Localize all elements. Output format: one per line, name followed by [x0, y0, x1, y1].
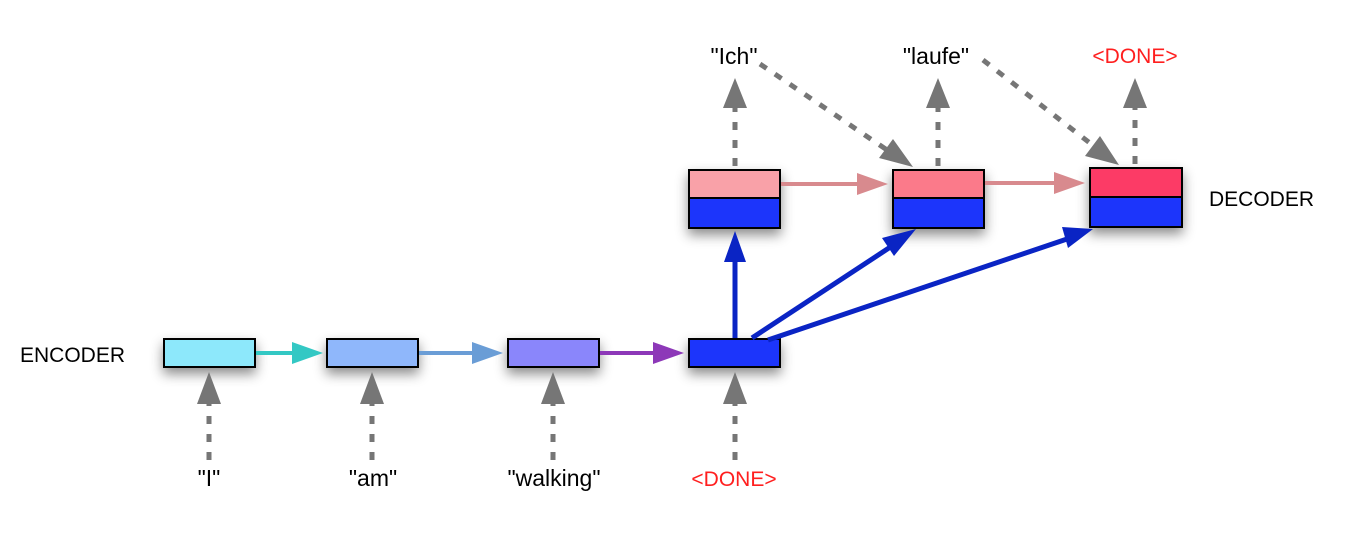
decoder-cell-2-top	[892, 169, 985, 199]
encoder-arrow-1	[256, 342, 323, 364]
decoder-cell-1-bottom	[688, 197, 781, 229]
encoder-cell-4	[688, 338, 781, 368]
decoder-arrow-1	[781, 173, 888, 195]
decoder-cell-2	[892, 169, 985, 229]
context-arrow-1	[724, 231, 746, 338]
output-arrow-3	[1123, 78, 1147, 164]
decoder-cell-3-top	[1089, 167, 1183, 198]
decoder-label: DECODER	[1209, 188, 1314, 211]
input-word-4: <DONE>	[691, 468, 776, 491]
output-word-2: "laufe"	[903, 43, 969, 69]
decoder-cell-3-bottom	[1089, 196, 1183, 228]
encoder-label: ENCODER	[20, 344, 125, 367]
feedback-arrow-2	[981, 58, 1119, 165]
decoder-cell-1-top	[688, 169, 781, 199]
input-word-3: "walking"	[507, 465, 600, 491]
encoder-cell-1	[163, 338, 256, 368]
output-word-1: "Ich"	[710, 43, 757, 69]
encoder-cell-2	[326, 338, 419, 368]
encoder-arrow-2	[419, 342, 503, 364]
input-word-2: "am"	[349, 465, 397, 491]
output-word-3: <DONE>	[1092, 45, 1177, 68]
decoder-cell-1	[688, 169, 781, 229]
context-arrow-2	[750, 229, 916, 341]
output-arrow-1	[723, 78, 747, 166]
output-arrow-2	[926, 78, 950, 166]
input-word-1: "I"	[198, 465, 221, 491]
input-arrow-2	[360, 372, 384, 460]
input-arrow-4	[723, 372, 747, 460]
encoder-cell-3	[507, 338, 600, 368]
input-arrow-1	[197, 372, 221, 460]
encoder-arrow-3	[600, 342, 684, 364]
decoder-cell-2-bottom	[892, 197, 985, 229]
decoder-arrow-2	[985, 172, 1085, 194]
feedback-arrow-1	[758, 61, 913, 167]
decoder-cell-3	[1089, 167, 1183, 228]
context-arrow-3	[767, 227, 1093, 343]
input-arrow-3	[541, 372, 565, 460]
